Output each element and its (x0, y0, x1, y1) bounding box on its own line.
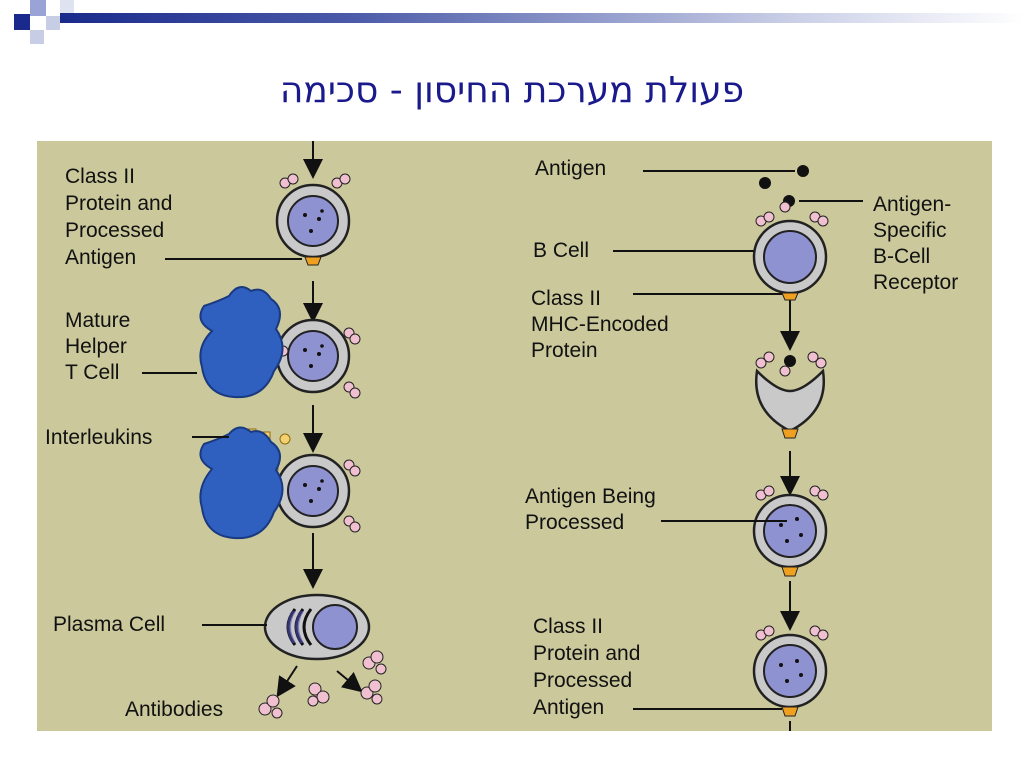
left-apc-cell-2 (268, 318, 361, 399)
label-plasma-cell: Plasma Cell (53, 613, 165, 636)
label-b-cell: B Cell (533, 239, 589, 262)
left-apc-cell-1 (275, 173, 351, 266)
b-cell-presenting (752, 625, 829, 717)
header-bar (60, 13, 1024, 23)
b-cell-processing (752, 485, 829, 577)
corner-squares-decoration (0, 0, 74, 44)
left-flow-arrows (276, 141, 363, 698)
label-interleukins: Interleukins (45, 426, 152, 449)
b-cell-engulfing (754, 351, 827, 439)
label-antigen-being-processed: Antigen Being Processed (525, 485, 662, 534)
label-antigen: Antigen (535, 157, 606, 180)
label-class2-mhc-protein: Class II MHC-Encoded Protein (531, 287, 675, 362)
helper-t-cell-1 (199, 286, 284, 399)
plasma-cell (263, 593, 371, 661)
label-antigen-specific-receptor: Antigen- Specific B-Cell Receptor (873, 193, 958, 294)
label-antibodies: Antibodies (125, 698, 223, 721)
label-left-class2-antigen: Class II Protein and Processed Antigen (65, 165, 178, 269)
slide-title: פעולת מערכת החיסון - סכימה (279, 70, 745, 111)
b-cell (752, 201, 829, 301)
helper-t-cell-2 (199, 426, 284, 540)
label-mature-helper-t-cell: Mature Helper T Cell (65, 309, 136, 384)
label-right-class2-antigen: Class II Protein and Processed Antigen (533, 615, 646, 719)
antibody-particles (258, 650, 387, 719)
immune-diagram: Class II Protein and Processed Antigen M… (37, 141, 992, 731)
